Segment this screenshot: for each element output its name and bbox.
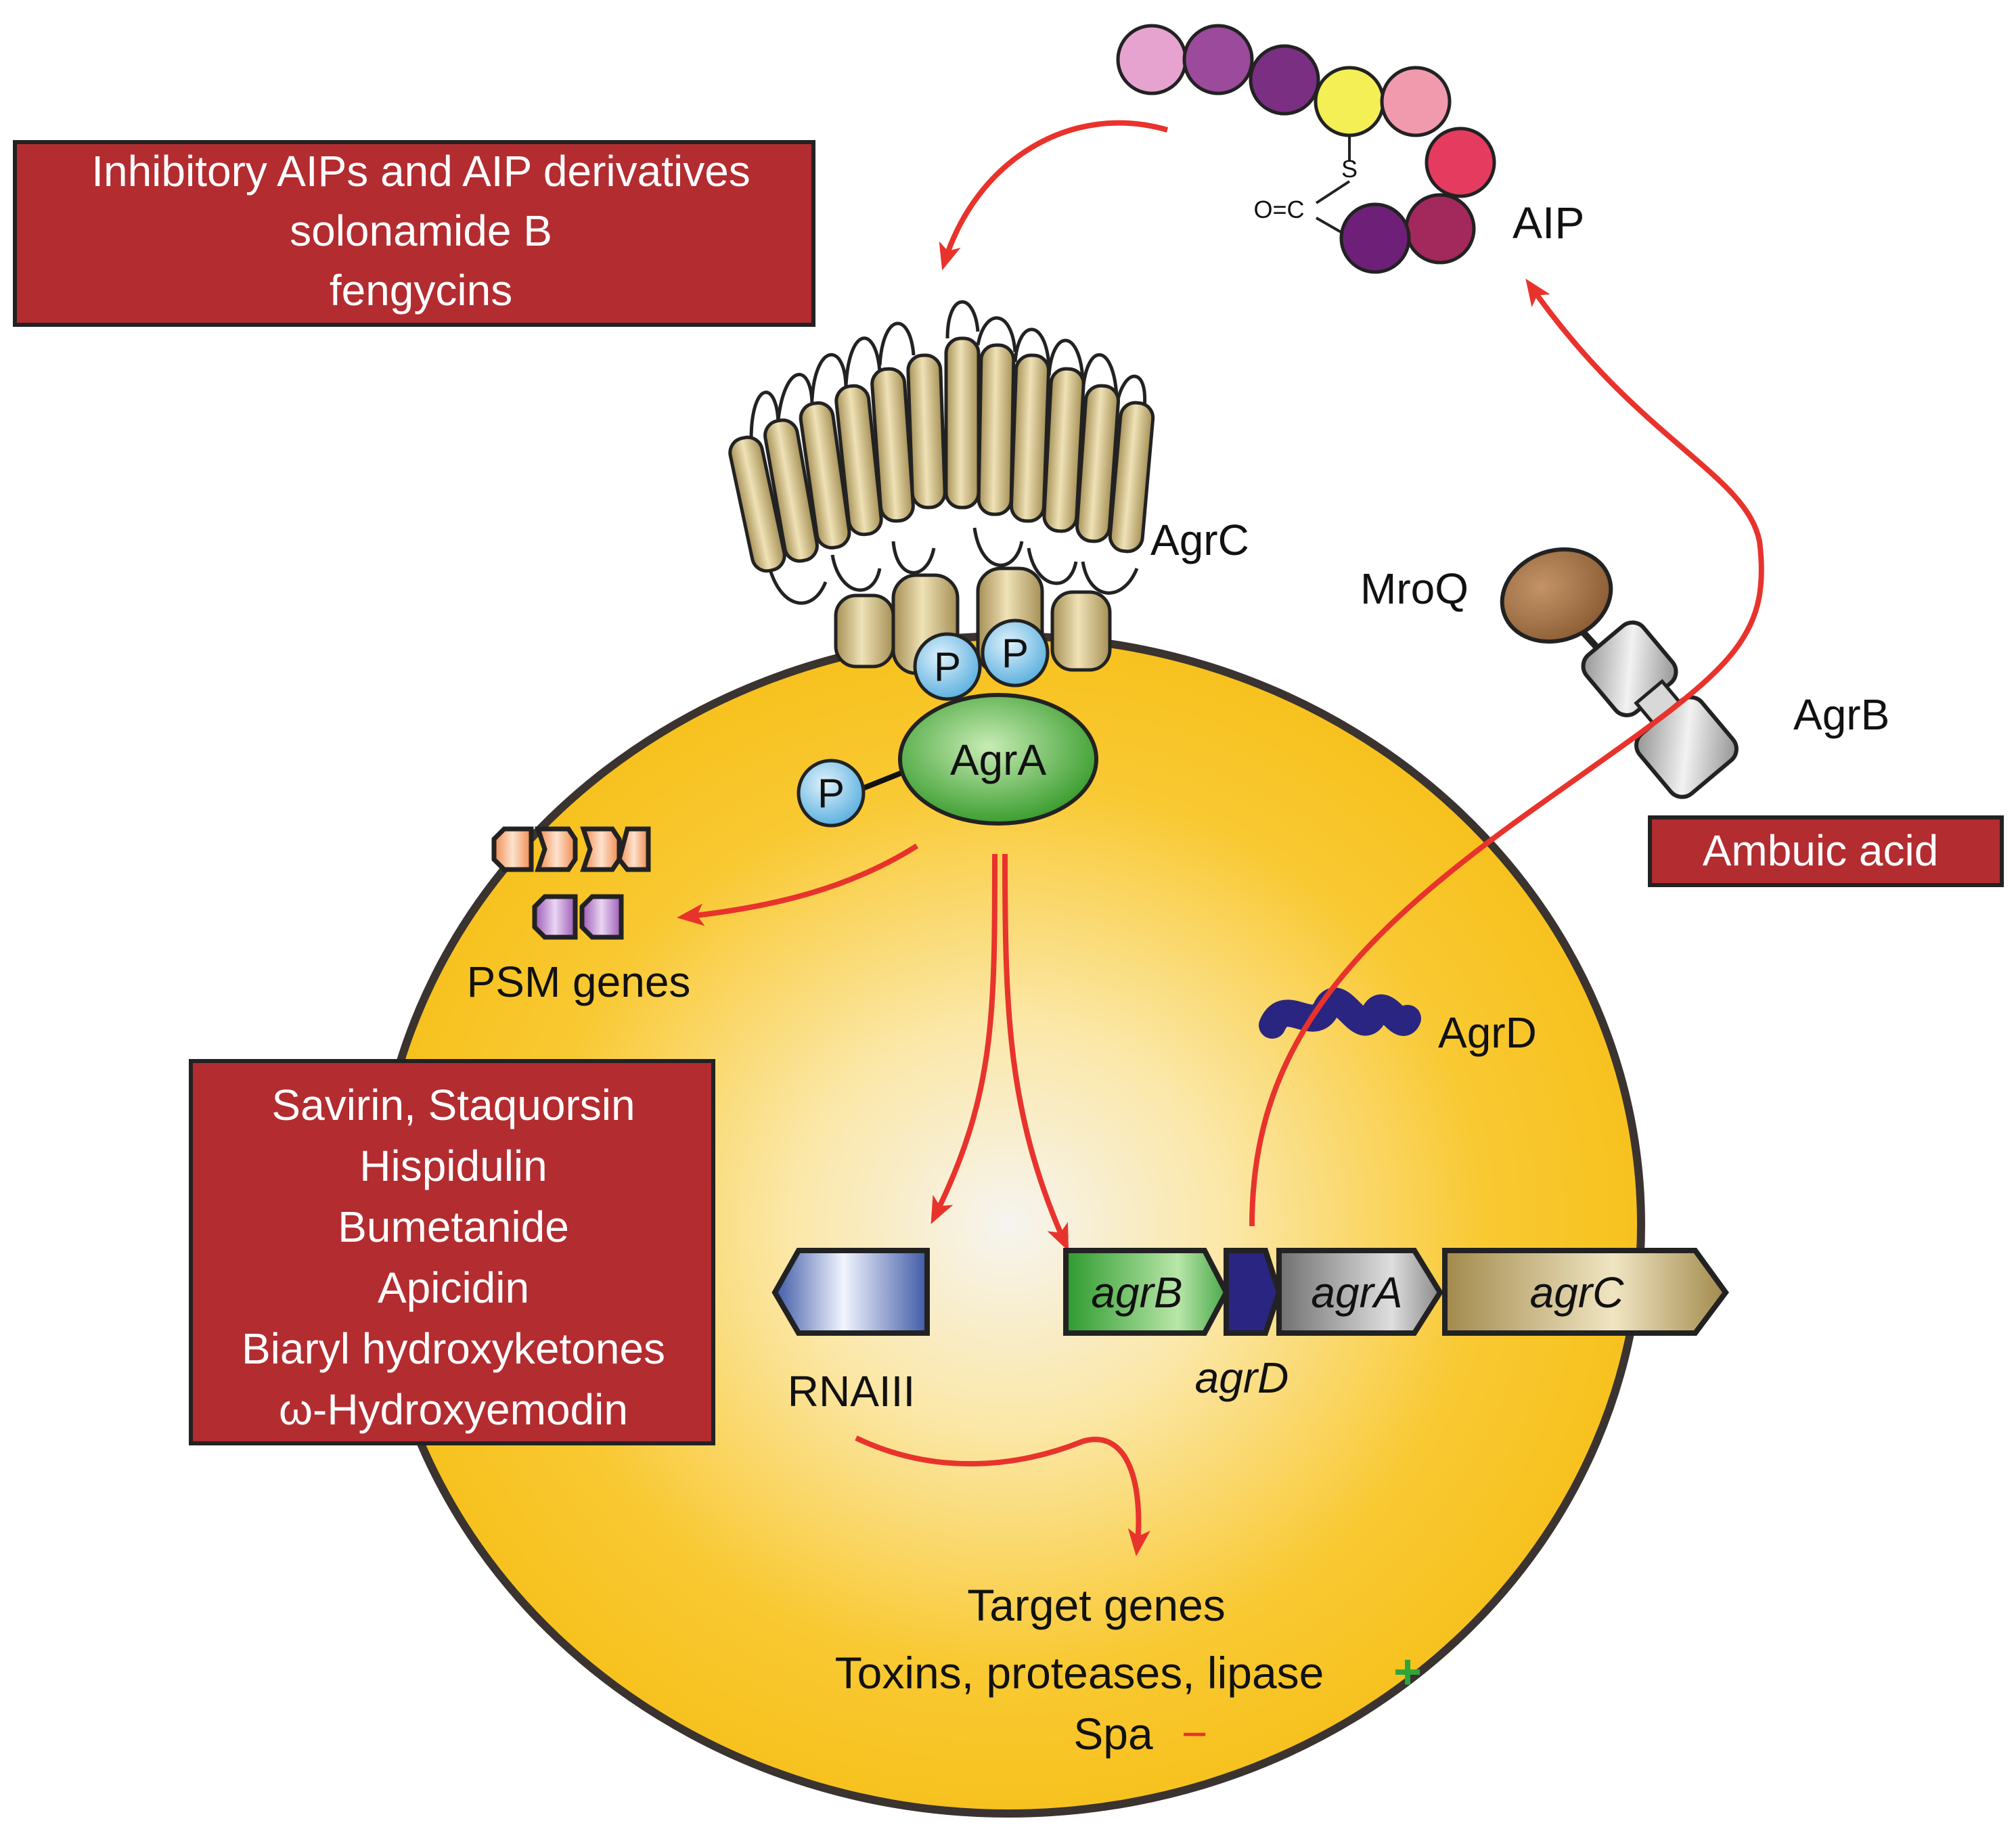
arrow-agra-to-rnaiii	[931, 853, 998, 1224]
psm-genes-label: PSM genes	[467, 958, 691, 1006]
plus-sign: +	[1393, 1645, 1422, 1699]
aip-inhibitor-line-3: fengycins	[330, 266, 512, 315]
agrc-receptor	[728, 300, 1155, 675]
aip-carbonyl-label: O=C	[1253, 196, 1304, 223]
aip-inhibitor-box: Inhibitory AIPs and AIP derivatives solo…	[13, 140, 815, 327]
mroq-label: MroQ	[1360, 564, 1469, 613]
phosphate-label-2: P	[1002, 631, 1029, 676]
arrow-aip-to-agrc	[939, 120, 1169, 271]
agrb-label: AgrB	[1793, 690, 1889, 739]
agrb-protein	[1581, 620, 1739, 799]
arrow-rnaiii-to-targets	[855, 1435, 1150, 1556]
aip-peptide	[1116, 24, 1496, 274]
target-downregulated-line: Spa −	[1073, 1709, 1207, 1759]
agrc-gene-label: agrC	[1530, 1268, 1625, 1317]
aip-sulfur-label: S	[1341, 155, 1358, 183]
aip-inhibitor-line-2: solonamide B	[290, 206, 552, 255]
mroq-protein	[1500, 547, 1613, 644]
agrc-label: AgrC	[1150, 516, 1249, 564]
phosphate-3: P	[797, 759, 866, 828]
arrow-agrd-to-aip	[1249, 278, 1764, 1227]
agra-inhibitor-line-4: Apicidin	[378, 1263, 529, 1312]
ambuic-acid-label: Ambuic acid	[1703, 826, 1939, 875]
pathway-arrows	[677, 120, 1764, 1556]
target-upregulated-line: Toxins, proteases, lipase +	[835, 1645, 1422, 1699]
target-upregulated-text: Toxins, proteases, lipase	[835, 1648, 1324, 1698]
rnaiii-label: RNAIII	[788, 1367, 915, 1416]
agra-inhibitor-box: Savirin, Staquorsin Hispidulin Bumetanid…	[189, 1059, 715, 1445]
agra-protein: AgrA	[898, 693, 1098, 826]
phosphate-2: P	[981, 618, 1050, 688]
agrd-gene-label: agrD	[1195, 1353, 1289, 1402]
agrd-propeptide	[1259, 987, 1421, 1039]
agra-label: AgrA	[950, 736, 1047, 784]
phosphate-label-3: P	[817, 771, 845, 816]
aip-inhibitor-line-1: Inhibitory AIPs and AIP derivatives	[91, 147, 751, 196]
agra-inhibitor-line-2: Hispidulin	[359, 1142, 547, 1190]
phosphate-label-1: P	[934, 644, 961, 690]
arrow-agra-to-operon	[1002, 853, 1069, 1252]
arrow-agra-to-psm	[677, 843, 919, 926]
agra-inhibitor-line-3: Bumetanide	[338, 1202, 569, 1251]
rnaiii-gene	[771, 1248, 930, 1336]
aip-label: AIP	[1513, 198, 1584, 248]
target-genes-title: Target genes	[967, 1580, 1226, 1630]
agrb-gene-label: agrB	[1091, 1268, 1182, 1317]
agrd-gene	[1224, 1248, 1282, 1336]
agra-gene-label: agrA	[1311, 1268, 1402, 1317]
psm-gene-cluster	[491, 826, 651, 940]
agrd-protein-label: AgrD	[1438, 1008, 1537, 1057]
agrc-gene	[1442, 1248, 1729, 1336]
agra-inhibitor-line-5: Biaryl hydroxyketones	[242, 1324, 665, 1373]
target-downregulated-text: Spa	[1073, 1709, 1153, 1759]
agra-gene	[1276, 1248, 1443, 1336]
ambuic-acid-box: Ambuic acid	[1648, 815, 2004, 887]
agra-inhibitor-line-6: ω-Hydroxyemodin	[279, 1385, 628, 1434]
agra-inhibitor-line-1: Savirin, Staquorsin	[271, 1081, 635, 1129]
minus-sign: −	[1182, 1709, 1208, 1759]
agrb-gene	[1063, 1248, 1230, 1336]
agr-operon: agrB agrA agrC	[1063, 1248, 1729, 1336]
phosphate-1: P	[913, 632, 982, 701]
